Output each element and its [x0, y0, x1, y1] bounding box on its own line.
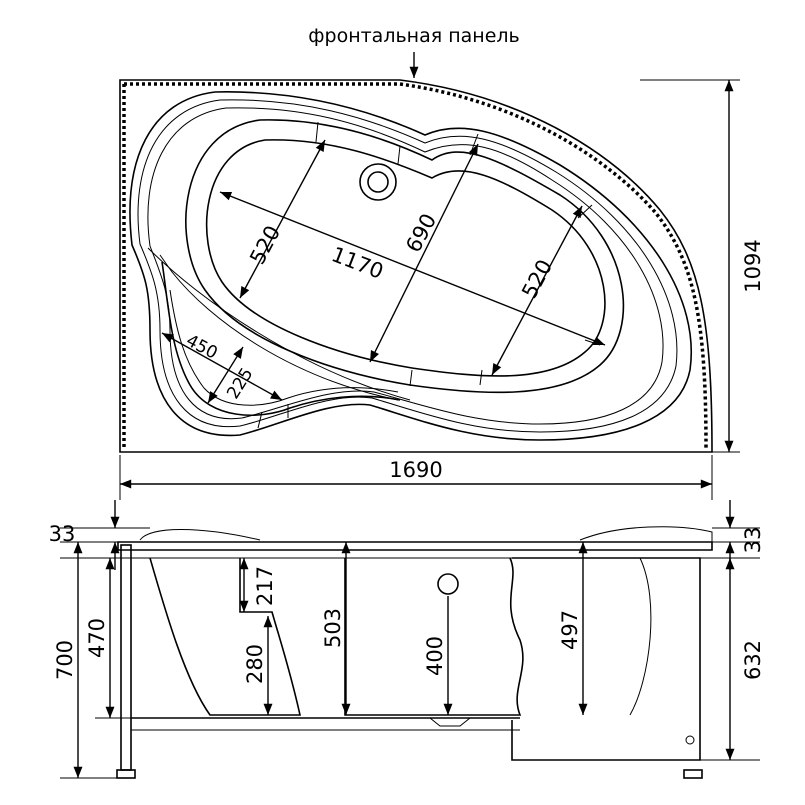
label-280: 280: [243, 644, 267, 684]
seat-outer: [161, 261, 401, 416]
drain-pipe: [429, 717, 471, 727]
label-470: 470: [85, 618, 109, 658]
front-panel-title: фронтальная панель: [308, 25, 519, 47]
panel-screw: [685, 735, 695, 745]
rim-line-2: [137, 99, 678, 433]
rim-right-cap: [579, 526, 713, 542]
label-1170: 1170: [328, 242, 387, 284]
label-700: 700: [53, 640, 77, 680]
drain-outer: [359, 163, 397, 201]
dim-520-left-line: [239, 139, 326, 299]
label-520-left: 520: [245, 222, 285, 269]
dim-225-line: [207, 346, 244, 404]
dim-690-line: [369, 143, 479, 363]
label-1094: 1094: [741, 239, 765, 292]
top-view: 1170 520 690 520 450 225 1690 1094 фронт…: [119, 25, 765, 500]
rim-left-cap: [139, 529, 261, 541]
overflow-hole: [437, 573, 459, 595]
label-400: 400: [423, 636, 447, 676]
dim-520-right-line: [491, 205, 583, 376]
label-503: 503: [321, 608, 345, 648]
label-33-right: 33: [741, 527, 765, 554]
tub-right-panel: [511, 557, 701, 761]
label-33-left: 33: [49, 522, 76, 546]
label-217: 217: [253, 566, 277, 606]
tub-body: [149, 557, 301, 716]
side-view: 33 33 700 470 217 280 503 400 497 632: [49, 500, 765, 779]
label-632: 632: [741, 640, 765, 680]
panel-curve: [629, 557, 652, 716]
rim-outer: [129, 91, 692, 441]
front-panel-contour: [124, 82, 708, 449]
drain-inner: [367, 171, 389, 193]
leg-left: [120, 544, 132, 771]
tub-body-right: [344, 557, 524, 716]
rim-top: [117, 541, 713, 551]
label-497: 497: [558, 610, 582, 650]
leg-right-foot: [683, 769, 703, 779]
tub-outline: [119, 79, 713, 453]
label-690: 690: [401, 210, 441, 257]
leg-left-foot: [116, 769, 136, 779]
dim-450-line: [161, 332, 283, 401]
label-450: 450: [183, 331, 221, 364]
label-1690: 1690: [389, 458, 442, 482]
